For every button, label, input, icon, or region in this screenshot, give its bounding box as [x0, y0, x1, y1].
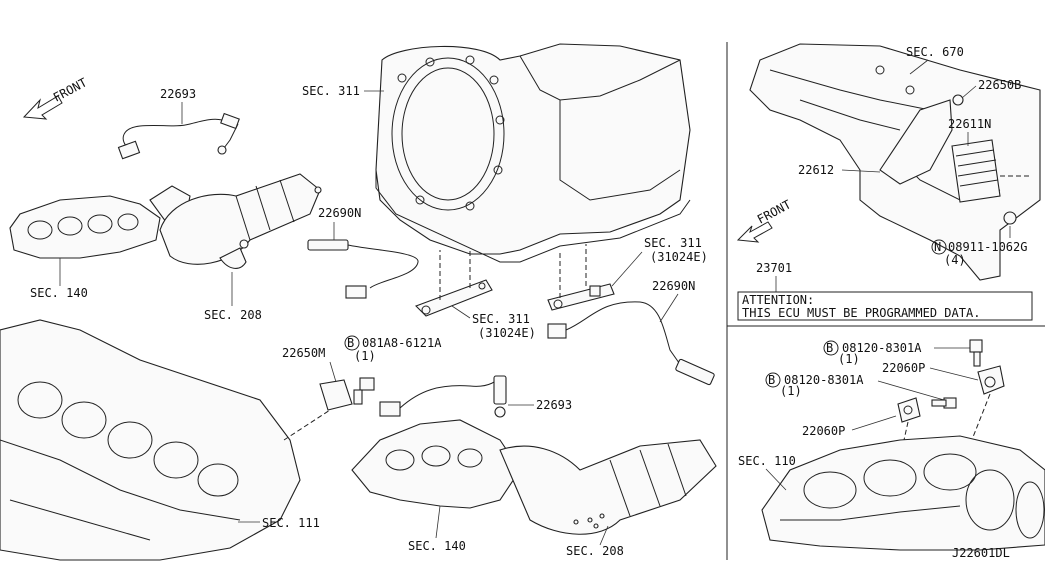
bolt-08120-a-prefix-circle [823, 340, 839, 356]
attention-label-box [737, 291, 1033, 321]
grommet-22650b-icon [952, 94, 964, 106]
sec-111: SEC. 111 [262, 516, 320, 530]
sec-311-b-sub: (31024E) [650, 250, 708, 264]
part-label-22693-mid: 22693 [536, 398, 572, 412]
part-label-22693-top: 22693 [160, 87, 196, 101]
sec-110: SEC. 110 [738, 454, 796, 468]
bracket-22650m [319, 361, 353, 411]
part-label-22612: 22612 [798, 163, 834, 177]
front-arrow-icon [22, 95, 63, 120]
nut-prefix-circle [931, 239, 947, 255]
catalytic-converter-left [149, 173, 322, 269]
bolt-081ab-part: 081A8-6121A [362, 336, 442, 350]
nut-08911-icon [1003, 211, 1017, 225]
part-label-22650m: 22650M [282, 346, 325, 360]
nut-prefix: N [934, 240, 941, 254]
part-label-22060p-top: 22060P [882, 361, 925, 375]
sec-311-a-sub: (31024E) [478, 326, 536, 340]
exhaust-manifold-left [9, 195, 161, 259]
bolt-08120-b-prefix: B [768, 373, 775, 387]
bolt-08120-a-part: 08120-8301A [842, 341, 922, 355]
part-label-22650b: 22650B [978, 78, 1021, 92]
ecu-bracket-22612 [879, 99, 953, 185]
sec-311-b: SEC. 311 [644, 236, 702, 250]
bolt-08120-b-qty: (1) [780, 384, 802, 398]
attention-title: ATTENTION: [742, 293, 814, 307]
part-label-23701: 23701 [756, 261, 792, 275]
nut-qty: (4) [944, 253, 966, 267]
sec-311-a: SEC. 311 [472, 312, 530, 326]
engine-block-left [0, 319, 331, 561]
bolt-08120-b-prefix-circle [765, 372, 781, 388]
part-label-22060p-bottom: 22060P [802, 424, 845, 438]
sec-208-bottom: SEC. 208 [566, 544, 624, 558]
mount-bracket-b [547, 244, 615, 311]
bolt-08120-a-icon [969, 339, 983, 367]
bolt-08120-a-qty: (1) [838, 352, 860, 366]
attention-body: THIS ECU MUST BE PROGRAMMED DATA. [742, 306, 980, 320]
panel-dividers [726, 42, 1045, 560]
exhaust-manifold-right [351, 419, 521, 509]
bolt-081ab-icon [353, 377, 375, 405]
sec-208-left: SEC. 208 [204, 308, 262, 322]
bolt-081ab-prefix-circle [344, 335, 360, 351]
oxygen-sensor-top [117, 112, 240, 160]
front-arrow-icon-right [736, 221, 773, 243]
sec-311-top: SEC. 311 [302, 84, 360, 98]
sec-670: SEC. 670 [906, 45, 964, 59]
nut-part: 08911-1062G [948, 240, 1027, 254]
part-label-22611n: 22611N [948, 117, 991, 131]
front-label-right: FRONT [755, 197, 793, 226]
ecu-module-22611n [951, 139, 1030, 203]
catalytic-converter-right [499, 439, 717, 535]
part-label-22690n-left: 22690N [318, 206, 361, 220]
bolt-08120-b-icon [931, 397, 957, 409]
cylinder-block [761, 435, 1045, 551]
bolt-081ab-prefix: B [347, 336, 354, 350]
bolt-08120-a-prefix: B [826, 341, 833, 355]
bolt-08120-b-part: 08120-8301A [784, 373, 864, 387]
transmission-housing [375, 43, 691, 263]
oxygen-sensor-22693-mid [379, 375, 507, 418]
diagram-id: J22601DL [952, 546, 1010, 560]
oxygen-sensor-22690n-left [307, 239, 419, 299]
front-label-left: FRONT [51, 75, 89, 104]
sec-140-left: SEC. 140 [30, 286, 88, 300]
mount-bracket-a [415, 250, 493, 317]
part-label-22690n-right: 22690N [652, 279, 695, 293]
sec-140-bottom: SEC. 140 [408, 539, 466, 553]
bolt-081ab-qty: (1) [354, 349, 376, 363]
oxygen-sensor-22690n-right [547, 301, 715, 386]
